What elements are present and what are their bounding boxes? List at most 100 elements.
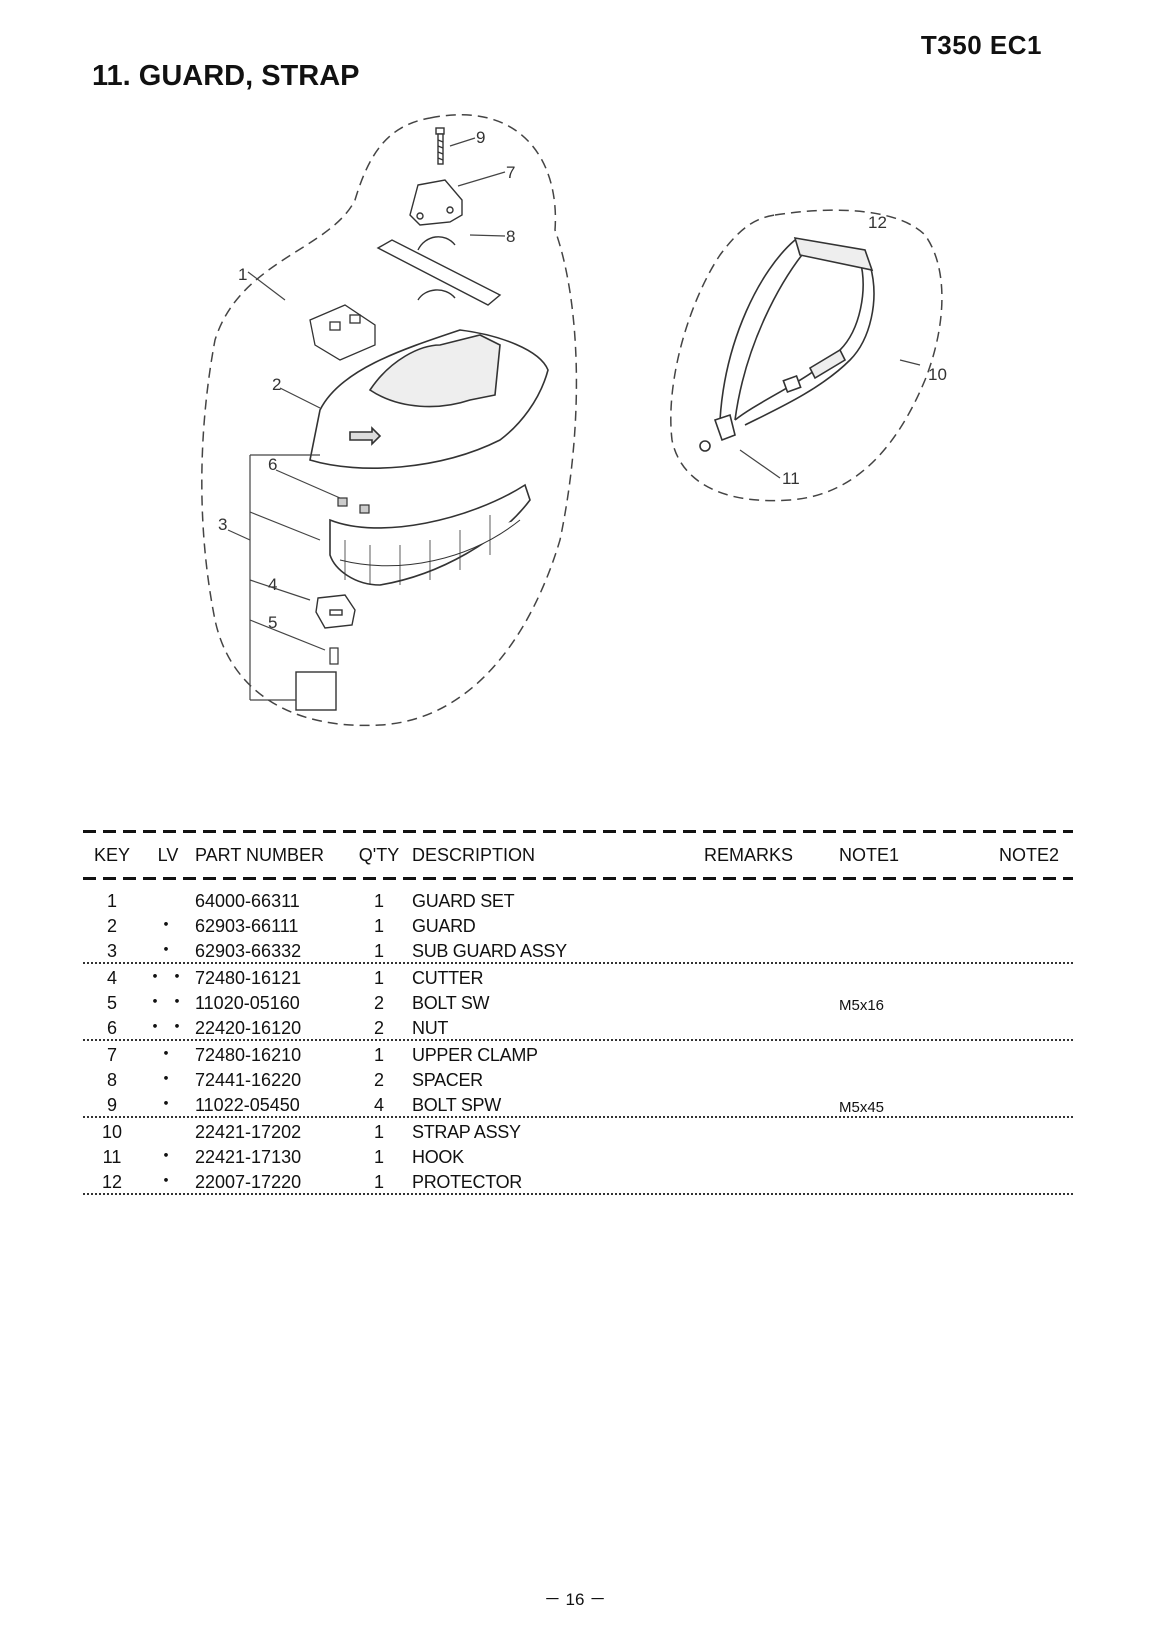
page-number: － 16 － [543,1590,607,1609]
row-description: GUARD SET [412,891,515,911]
table-top-rule [83,830,1073,833]
exploded-parts-diagram: 9 7 8 1 2 6 3 4 5 12 10 11 [201,114,947,727]
header-lv: LV [157,844,179,865]
callout-10: 10 [928,365,947,384]
row-description: GUARD [412,916,476,936]
callout-8: 8 [506,227,515,246]
section-title: 11. GUARD, STRAP [92,60,360,92]
row-description: PROTECTOR [412,1172,522,1192]
callout-2: 2 [272,375,281,394]
spacer-drawing [417,236,456,301]
row-level: ・・ [146,992,190,1012]
row-part-number: 11020-05160 [195,993,300,1013]
callout-6: 6 [268,455,277,474]
row-level: ・ [157,1094,179,1114]
header-note1: NOTE1 [839,844,900,865]
table-header-rule [83,877,1073,880]
header-qty: Q'TY [358,844,400,865]
row-level: ・・ [146,1017,190,1037]
callout-9: 9 [476,128,485,147]
label-patch-drawing [295,671,337,711]
header-part-number: PART NUMBER [195,844,325,865]
row-part-number: 22421-17202 [195,1122,302,1142]
row-description: BOLT SW [412,993,490,1013]
bolt-spw-drawing [435,127,445,165]
row-part-number: 64000-66311 [195,891,300,911]
row-key: 9 [106,1095,117,1115]
callout-4: 4 [268,575,277,594]
row-description: NUT [412,1018,449,1038]
row-qty: 1 [373,916,384,936]
row-qty: 1 [373,891,384,911]
header-note2: NOTE2 [998,844,1059,865]
callout-11: 11 [782,469,800,488]
row-qty: 1 [373,1045,384,1065]
row-level: ・ [157,940,179,960]
row-qty: 4 [373,1095,384,1115]
row-part-number: 22421-17130 [195,1147,302,1167]
row-part-number: 22420-16120 [195,1018,302,1038]
row-key: 3 [106,941,117,961]
row-level: ・ [157,915,179,935]
row-note1: M5x16 [839,997,885,1014]
table-row: 1 64000-66311 1 GUARD SET [83,880,1073,912]
guard-drawing [309,329,549,469]
row-description: SUB GUARD ASSY [412,941,567,961]
row-qty: 2 [373,1070,384,1090]
row-qty: 1 [373,1172,384,1192]
strap-drawing [699,236,875,452]
guard-set-boundary [201,114,578,727]
row-description: SPACER [412,1070,483,1090]
row-part-number: 72480-16210 [195,1045,302,1065]
row-level: ・・ [146,967,190,987]
parts-table: KEY LV PART NUMBER Q'TY DESCRIPTION REMA… [83,830,1073,1195]
bracket-drawing [309,304,376,361]
row-key: 1 [106,891,117,911]
strap-boundary [670,209,943,502]
cutter-drawing [315,594,356,629]
row-description: CUTTER [412,968,484,988]
header-remarks: REMARKS [704,844,794,865]
row-qty: 1 [373,1147,384,1167]
callout-12: 12 [868,213,887,232]
row-key: 7 [106,1045,117,1065]
table-row: 6 ・・22420-16120 2 NUT [83,1014,1073,1041]
callout-3: 3 [218,515,227,534]
header-description: DESCRIPTION [412,844,536,865]
nut-drawing [337,497,370,514]
row-description: HOOK [412,1147,464,1167]
model-code: T350 EC1 [920,30,1042,60]
row-level: ・ [157,1044,179,1064]
row-key: 5 [106,993,117,1013]
row-qty: 1 [373,941,384,961]
row-key: 8 [106,1070,117,1090]
row-note1: M5x45 [839,1099,885,1116]
row-level: ・ [157,1069,179,1089]
row-description: BOLT SPW [412,1095,501,1115]
callout-7: 7 [506,163,515,182]
row-part-number: 72480-16121 [195,968,302,988]
bolt-sw-drawing [329,647,339,665]
row-level: ・ [157,1146,179,1166]
upper-clamp-drawing [409,179,463,226]
row-key: 6 [106,1018,117,1038]
header-key: KEY [93,844,131,865]
row-qty: 1 [373,968,384,988]
sub-guard-drawing [329,483,531,586]
row-qty: 2 [373,1018,384,1038]
shaft-drawing [376,239,502,306]
row-key: 2 [106,916,117,936]
callout-5: 5 [268,613,277,632]
row-key: 10 [101,1122,123,1142]
